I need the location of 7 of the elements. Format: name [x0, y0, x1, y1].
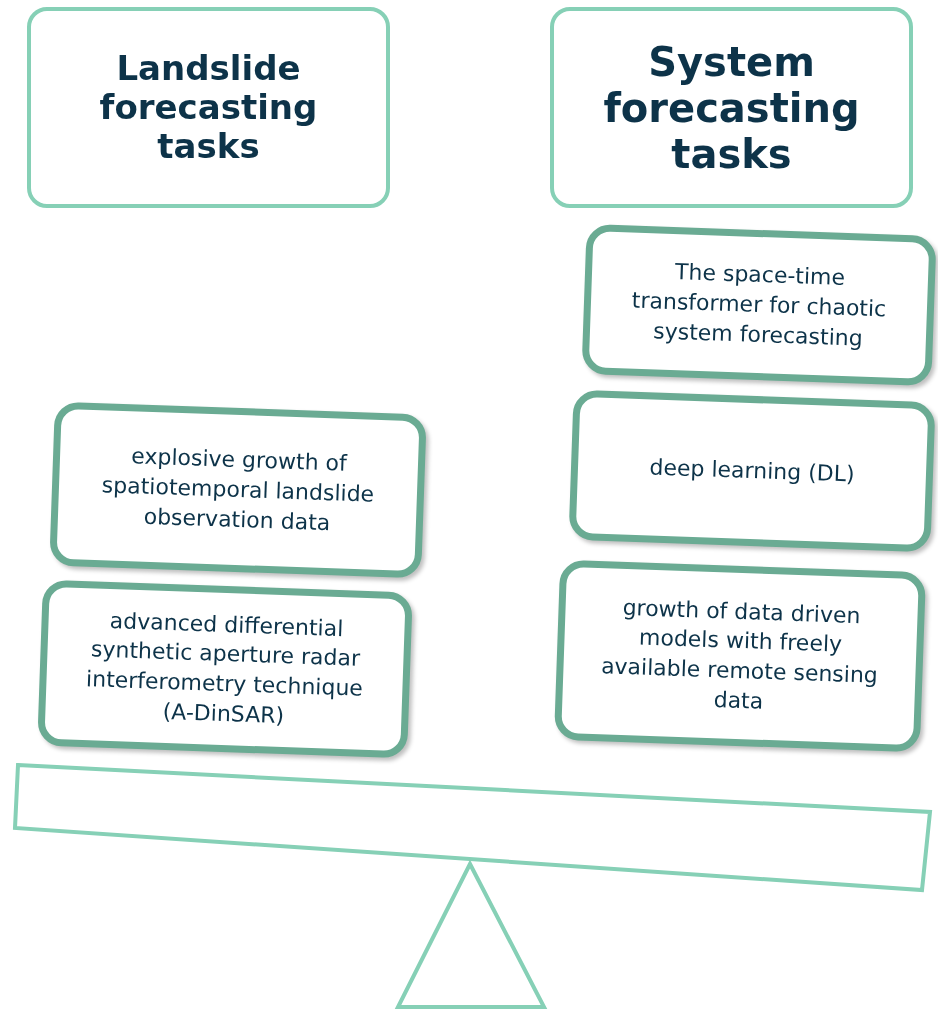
text-box: The space-time transformer for chaotic system forecasting	[581, 223, 937, 387]
text-box: advanced differential synthetic aperture radar interferometry technique (A-DinSAR)	[37, 579, 413, 759]
text-box: explosive growth of spatiotemporal landslide observation data	[49, 401, 427, 579]
heading-box: Landslide forecasting tasks	[27, 7, 390, 208]
heading-box: System forecasting tasks	[550, 7, 913, 208]
text-box: deep learning (DL)	[568, 389, 936, 553]
text-box: growth of data driven models with freely available remote sensing data	[553, 559, 927, 753]
